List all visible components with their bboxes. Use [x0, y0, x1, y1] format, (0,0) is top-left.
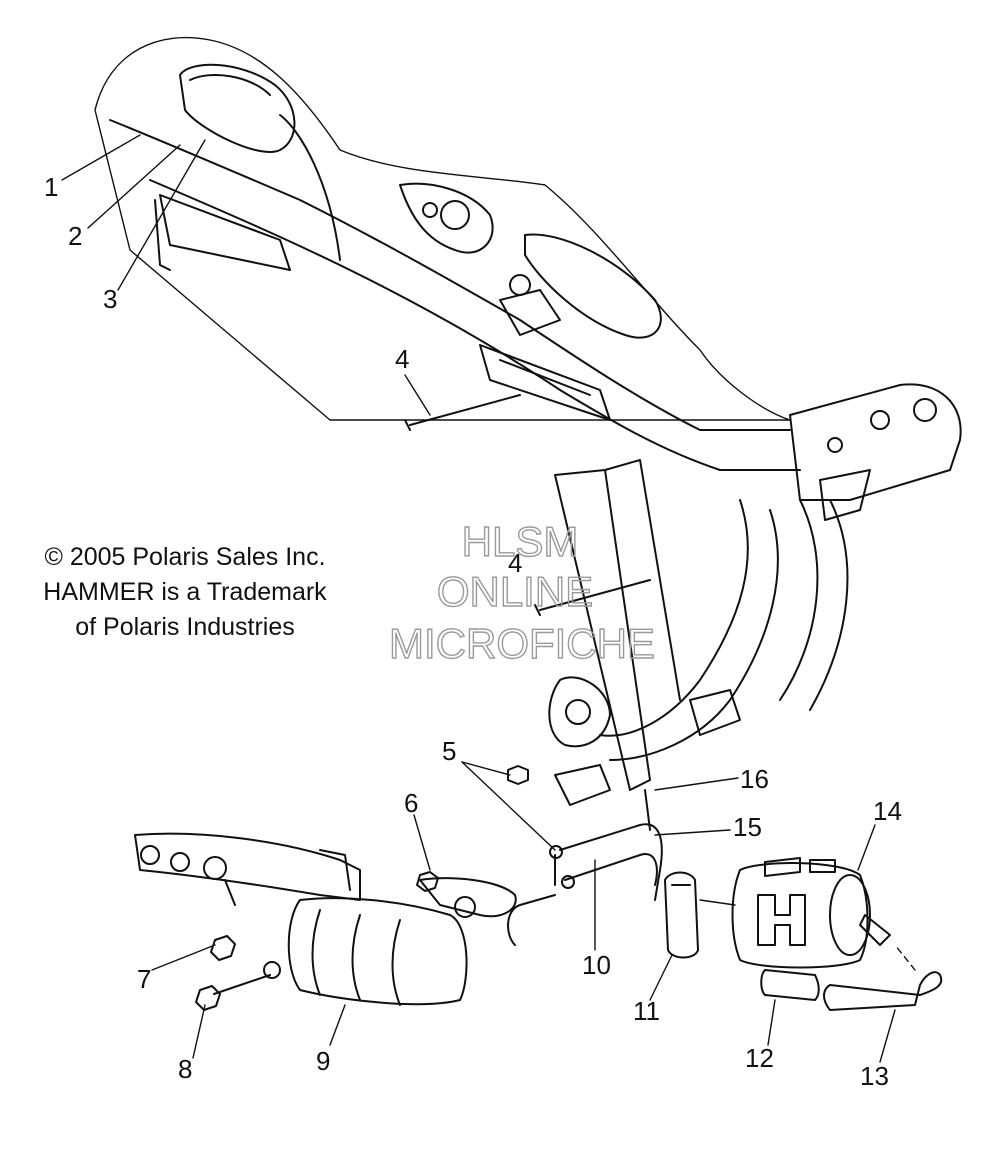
nut: [507, 765, 529, 785]
callout-9: 9: [316, 1046, 330, 1076]
bolt-7: [210, 935, 236, 961]
callout-3: 3: [103, 284, 117, 314]
copyright-line: © 2005 Polaris Sales Inc.: [44, 543, 326, 571]
callout-14: 14: [873, 796, 902, 826]
frame-background-outline: [94, 36, 791, 421]
leader-lines: [61, 134, 916, 1063]
callout-13: 13: [860, 1061, 889, 1091]
canister: [731, 857, 891, 969]
mount-bracket: [554, 764, 611, 806]
callout-15: 15: [733, 812, 762, 842]
cable-tie-lower: [534, 579, 651, 616]
watermark: HLSM ONLINE MICROFICHE: [388, 517, 655, 667]
muffler-mount-ring: [263, 961, 281, 979]
callout-4-upper: 4: [395, 344, 409, 374]
clamp: [664, 871, 699, 959]
muffler-assembly: [134, 832, 517, 1006]
exhaust-pipes: [507, 789, 663, 946]
trademark-line: HAMMER is a Trademark: [43, 578, 327, 606]
cable-tie-upper: [404, 394, 521, 431]
callouts: 1 2 3 4 4 5 6 7 8 9 10 11 12 13 14 15 16: [44, 172, 902, 1091]
bolt-8: [195, 974, 271, 1011]
owner-line: of Polaris Industries: [75, 613, 295, 641]
callout-1: 1: [44, 172, 58, 202]
callout-10: 10: [582, 950, 611, 980]
callout-8: 8: [178, 1054, 192, 1084]
callout-11: 11: [633, 996, 660, 1026]
callout-12: 12: [745, 1043, 774, 1073]
callout-7: 7: [137, 964, 151, 994]
down-tubes: [548, 459, 849, 791]
callout-16: 16: [740, 764, 769, 794]
hose-13: [823, 971, 943, 1011]
copyright-notice: © 2005 Polaris Sales Inc. HAMMER is a Tr…: [20, 540, 350, 645]
watermark-line3: MICROFICHE: [389, 620, 655, 667]
watermark-line2: ONLINE: [437, 568, 593, 615]
callout-2: 2: [68, 221, 82, 251]
callout-4-lower: 4: [508, 548, 522, 578]
bolt-6: [416, 871, 439, 892]
hose-12: [760, 969, 820, 1001]
main-frame: [109, 63, 962, 521]
callout-6: 6: [404, 788, 418, 818]
callout-5: 5: [442, 736, 456, 766]
watermark-line1: HLSM: [462, 518, 579, 565]
